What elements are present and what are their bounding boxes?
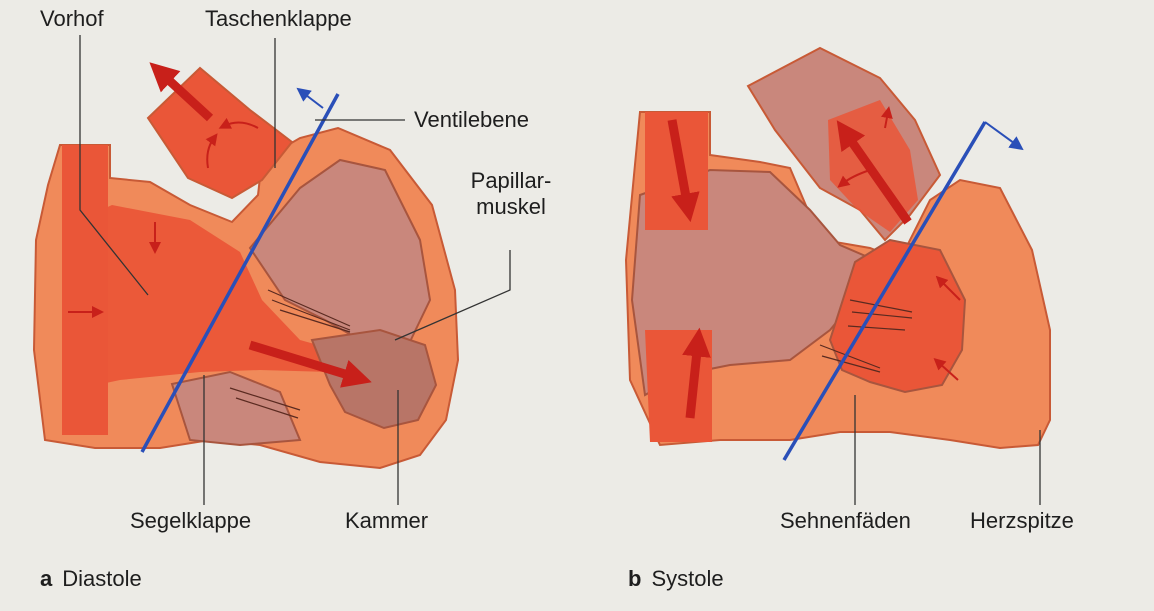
label-herzspitze: Herzspitze bbox=[970, 508, 1074, 533]
label-papillarmuskel-line2: muskel bbox=[476, 194, 546, 219]
label-taschenklappe: Taschenklappe bbox=[205, 6, 352, 31]
caption-a-text: Diastole bbox=[62, 566, 142, 591]
heart-diastole bbox=[32, 62, 460, 470]
aorta-diastole bbox=[146, 66, 294, 200]
label-segelklappe: Segelklappe bbox=[130, 508, 252, 533]
label-sehnenfaeden: Sehnenfäden bbox=[780, 508, 911, 533]
flow-arrows-diastole bbox=[68, 62, 372, 388]
leader-lines bbox=[79, 35, 1041, 505]
caption-a: a Diastole bbox=[40, 566, 152, 592]
label-papillarmuskel: Papillar- muskel bbox=[458, 168, 564, 220]
valve-plane-arrow-systole bbox=[984, 121, 1024, 151]
flow-arrows-systole bbox=[667, 106, 961, 419]
lower-chamber-diastole bbox=[310, 328, 438, 430]
heart-systole bbox=[624, 46, 1051, 461]
label-papillarmuskel-line1: Papillar- bbox=[470, 168, 552, 193]
label-vorhof: Vorhof bbox=[40, 6, 104, 31]
chordae-diastole bbox=[229, 289, 351, 419]
valve-plane-systole bbox=[782, 121, 987, 461]
valve-plane-diastole bbox=[140, 93, 340, 453]
caption-b-text: Systole bbox=[651, 566, 724, 591]
ventricle-diastole bbox=[248, 158, 432, 354]
chordae-systole bbox=[819, 299, 913, 373]
caption-a-letter: a bbox=[40, 566, 53, 591]
vein-diastole bbox=[62, 145, 108, 435]
caption-b-letter: b bbox=[628, 566, 642, 591]
caption-b: b Systole bbox=[628, 566, 734, 592]
label-ventilebene: Ventilebene bbox=[414, 107, 529, 132]
label-kammer: Kammer bbox=[345, 508, 429, 533]
valve-plane-arrow-diastole bbox=[296, 87, 324, 109]
atrium-diastole bbox=[62, 205, 336, 392]
